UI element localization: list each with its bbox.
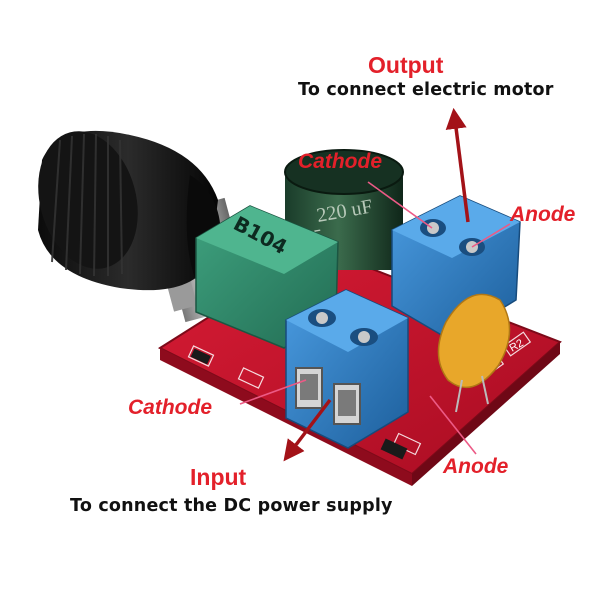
knob-cap: [38, 130, 221, 291]
output-cathode-pointer: [367, 181, 433, 229]
output-arrow: [445, 107, 470, 223]
output-cathode-label: Cathode: [298, 150, 382, 173]
output-anode-label: Anode: [510, 203, 576, 226]
output-subtitle: To connect electric motor: [298, 80, 554, 100]
pointer-lines: [239, 181, 511, 455]
input-subtitle: To connect the DC power supply: [70, 496, 393, 516]
output-anode-pointer: [471, 223, 511, 248]
input-cathode-pointer: [239, 379, 307, 405]
input-arrow: [283, 398, 332, 462]
input-anode-pointer: [429, 395, 477, 455]
pcb-silkscreen: [187, 331, 532, 456]
output-title: Output: [368, 52, 444, 78]
input-anode-label: Anode: [443, 455, 509, 478]
pcb-edge-right: [412, 342, 560, 486]
varistor: [437, 293, 511, 413]
input-title: Input: [190, 464, 247, 490]
input-cathode-label: Cathode: [128, 396, 212, 419]
input-terminal-block: [285, 289, 409, 449]
